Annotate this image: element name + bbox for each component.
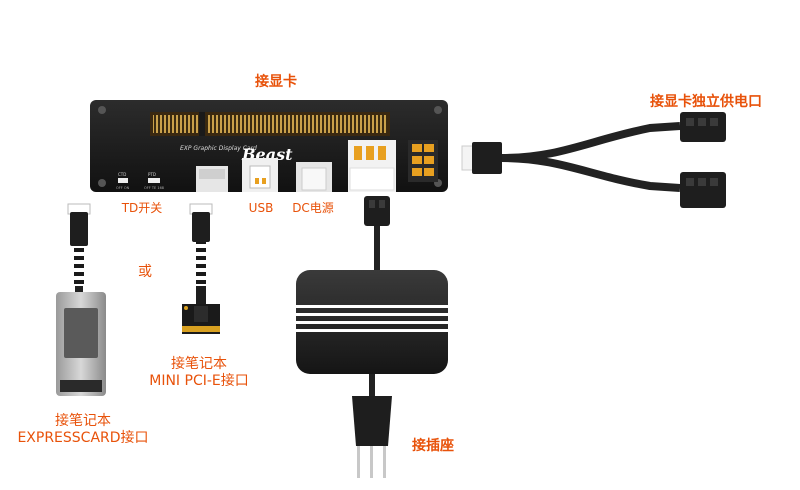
ctd-switch[interactable]: [118, 178, 128, 183]
mounting-hole: [98, 106, 106, 114]
ptd-label: PTD: [148, 172, 156, 177]
power-adapter: [296, 196, 448, 478]
label-graphics-card: 接显卡: [255, 74, 297, 90]
expresscard-cable: [56, 203, 106, 396]
psu-output-plug: [364, 196, 390, 226]
pcie-slot: [150, 112, 390, 136]
ctd-label: CTD: [118, 172, 126, 177]
ptd-switch[interactable]: [148, 178, 160, 183]
mini-pcie-cable: [182, 203, 220, 334]
label-socket: 接插座: [412, 438, 454, 454]
splitter-plug: [472, 142, 502, 174]
label-td-switch: TD开关: [121, 201, 163, 215]
board-power-connector: [348, 140, 396, 192]
label-independent-power: 接显卡独立供电口: [650, 94, 762, 110]
gpu-power-plug-top: [680, 112, 726, 142]
label-usb: USB: [248, 201, 274, 215]
pcie-power-header: [408, 140, 438, 182]
usb-port: [242, 158, 278, 192]
ctd-options: OFF ON: [116, 186, 130, 190]
wall-plug: [352, 396, 392, 478]
mini-pcie-card: [182, 304, 220, 334]
label-mini-pcie-line2: MINI PCI-E接口: [149, 373, 249, 389]
dc-jack: [296, 162, 332, 192]
mounting-hole: [98, 179, 106, 187]
label-mini-pcie-line1: 接笔记本: [171, 356, 227, 372]
td-switches[interactable]: CTD OFF ON PTD OFF TE 168: [116, 172, 164, 190]
expresscard-adapter: [56, 292, 106, 396]
mounting-hole: [434, 106, 442, 114]
ptd-options: OFF TE 168: [144, 186, 164, 190]
label-expresscard-line1: 接笔记本: [55, 413, 111, 429]
label-or: 或: [138, 264, 152, 280]
label-expresscard-line2: EXPRESSCARD接口: [17, 430, 149, 446]
riser-board: EXP Graphic Display Card Beast CTD OFF O…: [90, 100, 448, 192]
board-product-text: EXP Graphic Display Card: [180, 145, 257, 152]
label-dc-power: DC电源: [292, 201, 334, 215]
gpu-power-plug-bottom: [680, 172, 726, 208]
power-splitter-cable: [461, 112, 726, 208]
